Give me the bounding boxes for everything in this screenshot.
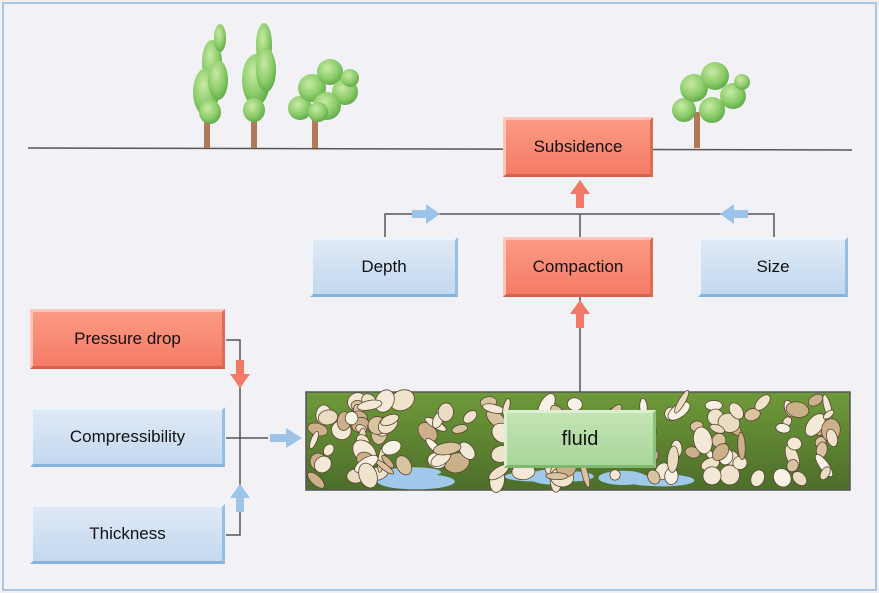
subsidence-box: Subsidence: [503, 117, 653, 177]
arrow-fluid-to-compaction: [570, 300, 590, 328]
compaction-box: Compaction: [503, 237, 653, 297]
tree-icon: [672, 62, 750, 148]
tree-icon: [242, 23, 276, 148]
arrow-to-reservoir: [270, 428, 302, 448]
fluid-box: fluid: [504, 410, 656, 468]
red-arrows: [230, 180, 590, 388]
depth-box: Depth: [310, 237, 458, 297]
pressure-drop-box: Pressure drop: [30, 309, 225, 369]
thickness-box: Thickness: [30, 504, 225, 564]
arrow-depth-right: [412, 204, 440, 224]
arrow-size-left: [720, 204, 748, 224]
arrow-pressure-drop-down: [230, 360, 250, 388]
compressibility-box: Compressibility: [30, 407, 225, 467]
arrow-compaction-to-subsidence: [570, 180, 590, 208]
size-box: Size: [698, 237, 848, 297]
tree-icon: [193, 24, 228, 148]
arrow-thickness-up: [230, 484, 250, 512]
blue-arrows: [230, 204, 748, 512]
tree-icon: [288, 59, 359, 148]
ground-line: [27, 147, 853, 151]
